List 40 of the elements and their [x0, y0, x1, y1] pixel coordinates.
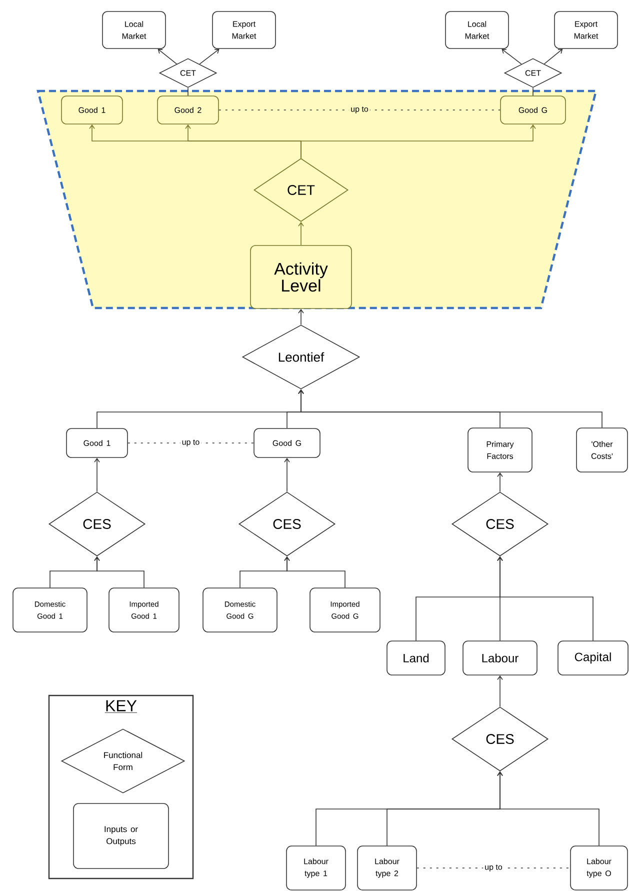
- rounded-box: Export Market: [212, 11, 276, 49]
- rounded-box: Labour type 2: [357, 846, 417, 890]
- rounded-box: Good G: [254, 428, 320, 458]
- rounded-box: Labour type O: [570, 846, 628, 890]
- rounded-box: Land: [386, 640, 446, 676]
- rounded-box: Good 1: [66, 428, 128, 458]
- rounded-box: Labour type 1: [286, 846, 346, 890]
- arrow: [497, 556, 594, 641]
- edge-label: up to: [483, 863, 504, 873]
- arrow: [502, 48, 522, 64]
- dotted-connector: [128, 442, 254, 444]
- arrow: [284, 556, 346, 588]
- rounded-box: Good 1: [61, 96, 123, 124]
- rounded-box: Export Market: [554, 11, 618, 49]
- rounded-box: Activity Level: [250, 245, 352, 309]
- rounded-box: Local Market: [445, 11, 509, 49]
- arrow: [94, 458, 100, 492]
- arrow: [158, 48, 178, 64]
- rounded-box: Good G: [500, 96, 566, 124]
- edge-label: up to: [349, 105, 370, 115]
- rounded-box: Capital: [558, 640, 628, 676]
- arrow: [284, 458, 290, 492]
- rounded-box: Primary Factors: [468, 428, 532, 472]
- arrow: [199, 48, 220, 64]
- connector-line: [532, 88, 534, 96]
- arrow: [298, 389, 602, 428]
- arrow: [544, 48, 563, 64]
- arrow: [497, 472, 503, 492]
- rounded-box: 'Other Costs': [576, 428, 628, 472]
- rounded-box: Good 2: [157, 96, 219, 124]
- arrow: [298, 222, 304, 246]
- arrow: [94, 556, 144, 588]
- arrow: [298, 308, 304, 325]
- rounded-box: Inputs or Outputs: [73, 803, 169, 869]
- arrow: [497, 771, 600, 846]
- rounded-box: Local Market: [102, 11, 166, 49]
- rounded-box: Labour: [462, 640, 538, 676]
- arrow: [300, 124, 536, 158]
- edge-label: up to: [180, 438, 202, 448]
- arrow: [497, 675, 503, 707]
